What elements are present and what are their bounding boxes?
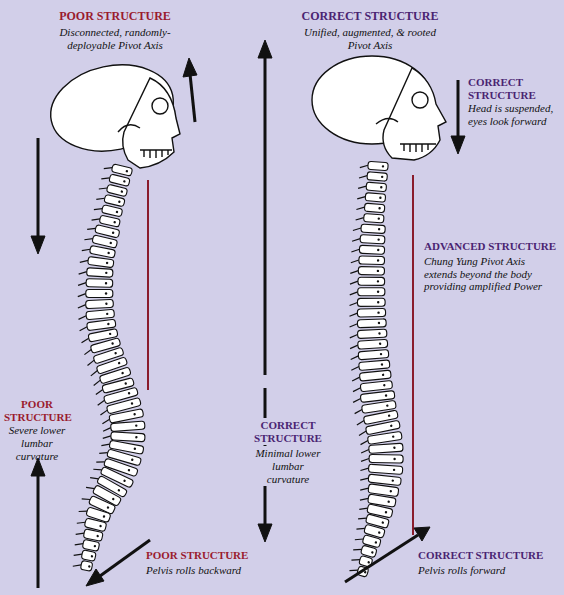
vertebra xyxy=(103,421,145,432)
structure-heading: CORRECT STRUCTURE xyxy=(248,418,328,445)
vertebra xyxy=(356,213,385,223)
vertebra xyxy=(101,172,130,186)
vertebra xyxy=(356,203,385,213)
vertebra xyxy=(350,266,384,275)
vertebra xyxy=(87,223,120,238)
structure-heading: POOR STRUCTURE xyxy=(30,10,200,24)
vertebrae xyxy=(72,161,403,578)
structure-note: Chung Yung Pivot Axis extends beyond the… xyxy=(424,255,558,293)
vertebra xyxy=(349,563,369,577)
structure-note: Pelvis rolls forward xyxy=(418,564,560,577)
vertebra xyxy=(350,339,388,349)
vertebra xyxy=(73,548,96,561)
vertebra xyxy=(351,370,391,382)
vertebra xyxy=(80,255,114,267)
vertebra xyxy=(72,559,92,572)
vertebra xyxy=(99,182,128,196)
vertebra xyxy=(349,309,385,318)
vertebra xyxy=(78,299,114,309)
vertebra xyxy=(353,223,386,233)
skull xyxy=(43,54,182,168)
vertebra xyxy=(360,161,389,171)
vertebra xyxy=(352,234,385,244)
vertebra xyxy=(94,203,123,217)
vertebra xyxy=(360,483,399,497)
vertebra xyxy=(350,288,385,296)
vertebra xyxy=(104,162,133,176)
vertebra xyxy=(94,378,134,396)
structure-note: Head is suspended, eyes look forward xyxy=(468,102,560,127)
vertebra xyxy=(351,245,384,254)
structure-note: Minimal lower lumbar curvature xyxy=(248,446,328,486)
vertebra xyxy=(350,350,389,361)
structure-note: Unified, augmented, & rooted Pivot Axis xyxy=(300,26,440,51)
vertebra xyxy=(350,277,385,285)
vertebra xyxy=(354,533,381,548)
vertebra xyxy=(84,233,117,248)
vertebra xyxy=(352,380,392,392)
vertebra xyxy=(361,454,403,463)
pivot-axis-line xyxy=(412,175,414,535)
structure-note: Severe lower lumbar curvature xyxy=(4,424,70,462)
vertebra xyxy=(351,360,390,371)
vertebra xyxy=(79,267,113,277)
structure-heading: CORRECT STRUCTURE xyxy=(468,76,560,101)
structure-heading: CORRECT STRUCTURE xyxy=(418,549,560,562)
skull xyxy=(312,56,446,160)
vertebra xyxy=(359,171,388,181)
vertebra xyxy=(76,516,106,532)
vertebra xyxy=(361,443,403,454)
vertebra xyxy=(82,244,116,258)
vertebra xyxy=(349,319,386,328)
vertebra xyxy=(96,193,125,207)
vertebra xyxy=(360,493,396,507)
structure-heading: POOR STRUCTURE xyxy=(4,398,70,423)
direction-arrow xyxy=(31,40,465,588)
vertebra xyxy=(351,256,385,265)
vertebra xyxy=(349,329,386,339)
structure-heading: ADVANCED STRUCTURE xyxy=(424,240,558,253)
vertebra xyxy=(358,181,387,191)
vertebra xyxy=(357,192,386,202)
structure-note: Disconnected, randomly-deployable Pivot … xyxy=(55,26,175,51)
vertebra xyxy=(349,298,385,306)
vertebra xyxy=(78,289,113,297)
structure-note: Pelvis rolls backward xyxy=(146,564,296,577)
vertebra xyxy=(360,464,402,475)
vertebra xyxy=(74,538,99,552)
vertebra xyxy=(78,309,115,320)
vertebra xyxy=(78,278,113,287)
structure-heading: CORRECT STRUCTURE xyxy=(290,10,450,24)
vertebra xyxy=(91,213,120,227)
vertebra xyxy=(75,527,103,541)
structure-heading: POOR STRUCTURE xyxy=(146,549,296,562)
vertebra xyxy=(353,543,377,558)
pivot-axis-line xyxy=(147,180,149,390)
vertebra xyxy=(103,431,145,441)
vertebra xyxy=(83,338,121,356)
vertebra xyxy=(360,473,401,485)
